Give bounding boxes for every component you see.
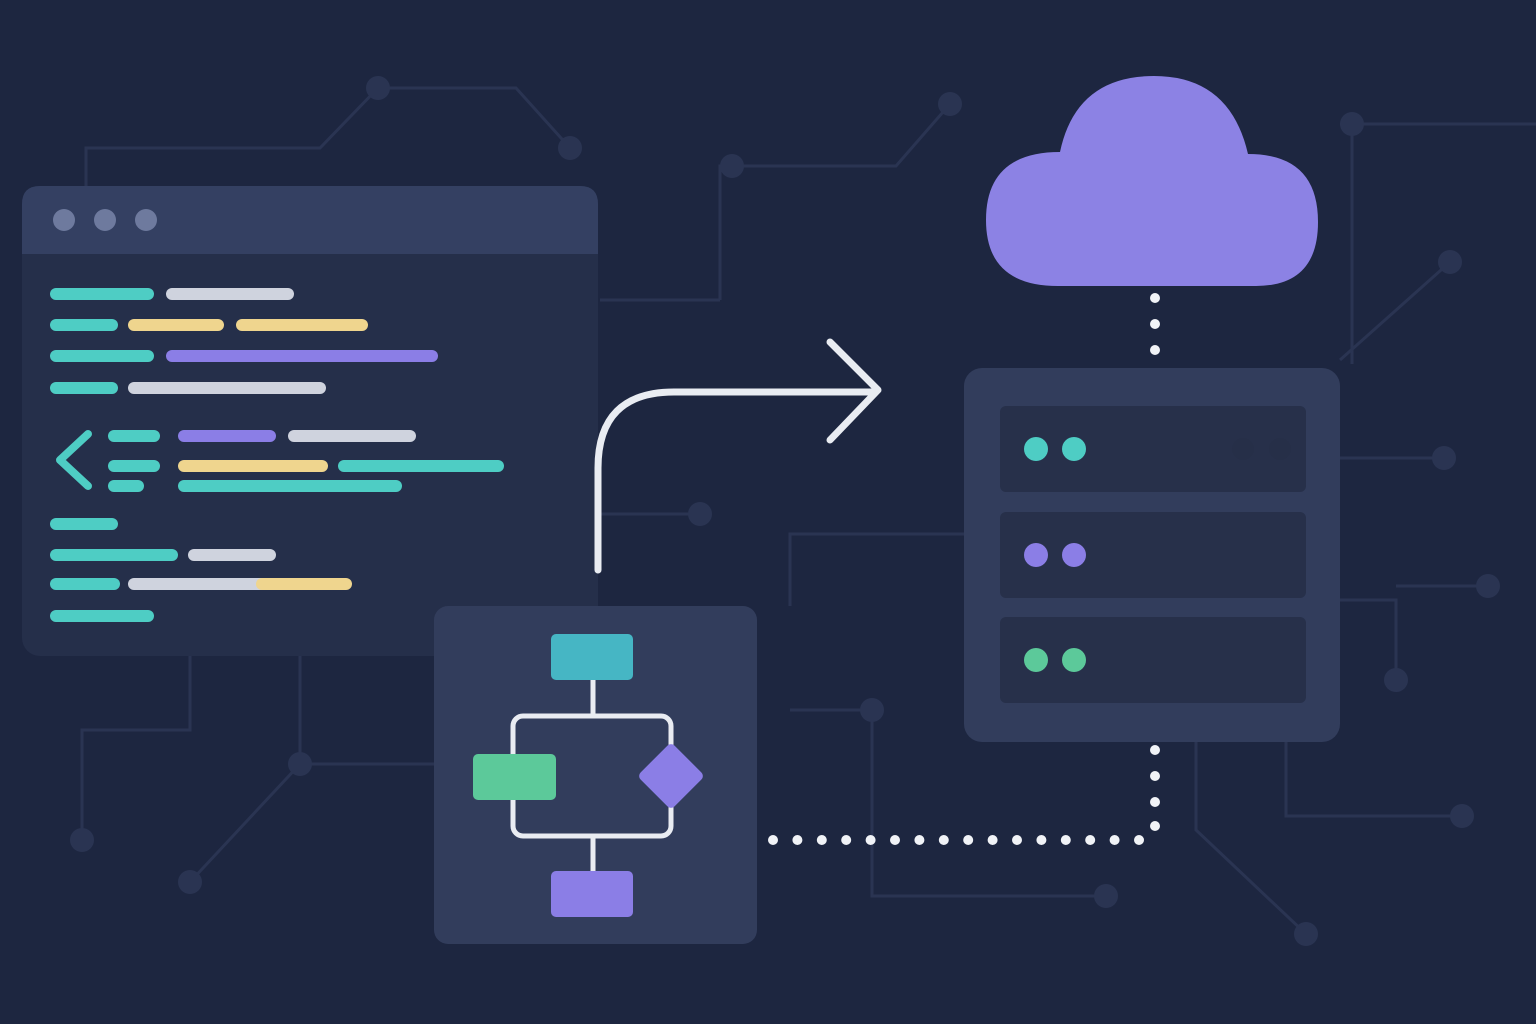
connector-dot <box>938 835 949 845</box>
circuit-node <box>1450 804 1474 828</box>
circuit-node <box>288 752 312 776</box>
server-status-led <box>1269 438 1291 460</box>
connector-dot <box>1036 835 1047 845</box>
connector-dot <box>1060 835 1071 845</box>
circuit-node <box>938 92 962 116</box>
connector-dot <box>987 835 998 845</box>
server-led <box>1024 543 1048 567</box>
connector-dot <box>1150 319 1160 329</box>
circuit-trace <box>718 103 952 300</box>
connector-dot <box>816 835 827 845</box>
circuit-node <box>1340 112 1364 136</box>
chevron-left-icon <box>56 430 92 490</box>
circuit-trace <box>1339 260 1451 362</box>
flowchart-panel <box>434 606 757 944</box>
server-bays <box>1000 406 1306 703</box>
connector-dot <box>865 835 876 845</box>
connector-dot <box>1012 835 1022 845</box>
window-control-dot <box>135 209 157 231</box>
connector-dot <box>914 835 925 845</box>
circuit-trace <box>84 86 572 186</box>
circuit-trace <box>870 710 1106 898</box>
connector-dot <box>1150 821 1160 831</box>
circuit-node <box>1432 446 1456 470</box>
circuit-trace <box>788 532 964 606</box>
flowchart-process-left <box>473 754 556 800</box>
circuit-traces <box>70 76 1536 946</box>
server-led <box>1062 648 1086 672</box>
editor-title-bar <box>22 186 598 254</box>
circuit-trace <box>80 656 192 840</box>
window-controls <box>53 209 157 231</box>
flowchart-card <box>434 606 757 944</box>
connector-dot <box>1150 797 1160 807</box>
circuit-trace <box>1284 742 1462 818</box>
circuit-node <box>1094 884 1118 908</box>
cloud-icon <box>986 76 1318 286</box>
circuit-node <box>720 154 744 178</box>
connector-dot <box>1109 835 1120 845</box>
server-status-led <box>1232 438 1254 460</box>
circuit-trace <box>1340 598 1398 680</box>
circuit-node <box>860 698 884 722</box>
window-control-dot <box>94 209 116 231</box>
server-bay <box>1000 512 1306 598</box>
circuit-node <box>1294 922 1318 946</box>
dotted-connectors <box>768 293 1160 845</box>
server-rack-icon <box>964 368 1340 742</box>
code-editor-window <box>22 186 598 656</box>
server-led <box>1024 648 1048 672</box>
server-bay <box>1000 406 1306 492</box>
connector-dot <box>1150 771 1160 781</box>
circuit-node <box>366 76 390 100</box>
server-led <box>1024 437 1048 461</box>
connector-dot <box>963 835 974 845</box>
connector-dot <box>841 835 852 845</box>
server-led <box>1062 543 1086 567</box>
connector-dot <box>792 835 803 845</box>
curved-arrow-icon <box>594 338 882 574</box>
flowchart-decision <box>639 744 703 808</box>
connector-dot <box>1150 745 1160 755</box>
connector-dot <box>1150 345 1160 355</box>
code-lines <box>50 288 504 622</box>
server-bay <box>1000 617 1306 703</box>
connector-dot <box>1085 835 1096 845</box>
circuit-node <box>688 502 712 526</box>
window-control-dot <box>53 209 75 231</box>
server-led <box>1062 437 1086 461</box>
circuit-node <box>1476 574 1500 598</box>
editor-panel <box>22 186 598 656</box>
connector-dot <box>768 835 778 845</box>
circuit-node <box>1384 668 1408 692</box>
circuit-node <box>558 136 582 160</box>
connector-dot <box>1150 293 1160 303</box>
connector-dot <box>1134 835 1144 845</box>
circuit-trace <box>1194 742 1308 936</box>
circuit-node <box>1438 250 1462 274</box>
circuit-node <box>178 870 202 894</box>
circuit-node <box>70 828 94 852</box>
flowchart-process-top <box>551 634 633 680</box>
connector-dot <box>890 835 900 845</box>
flowchart-process-bottom <box>551 871 633 917</box>
